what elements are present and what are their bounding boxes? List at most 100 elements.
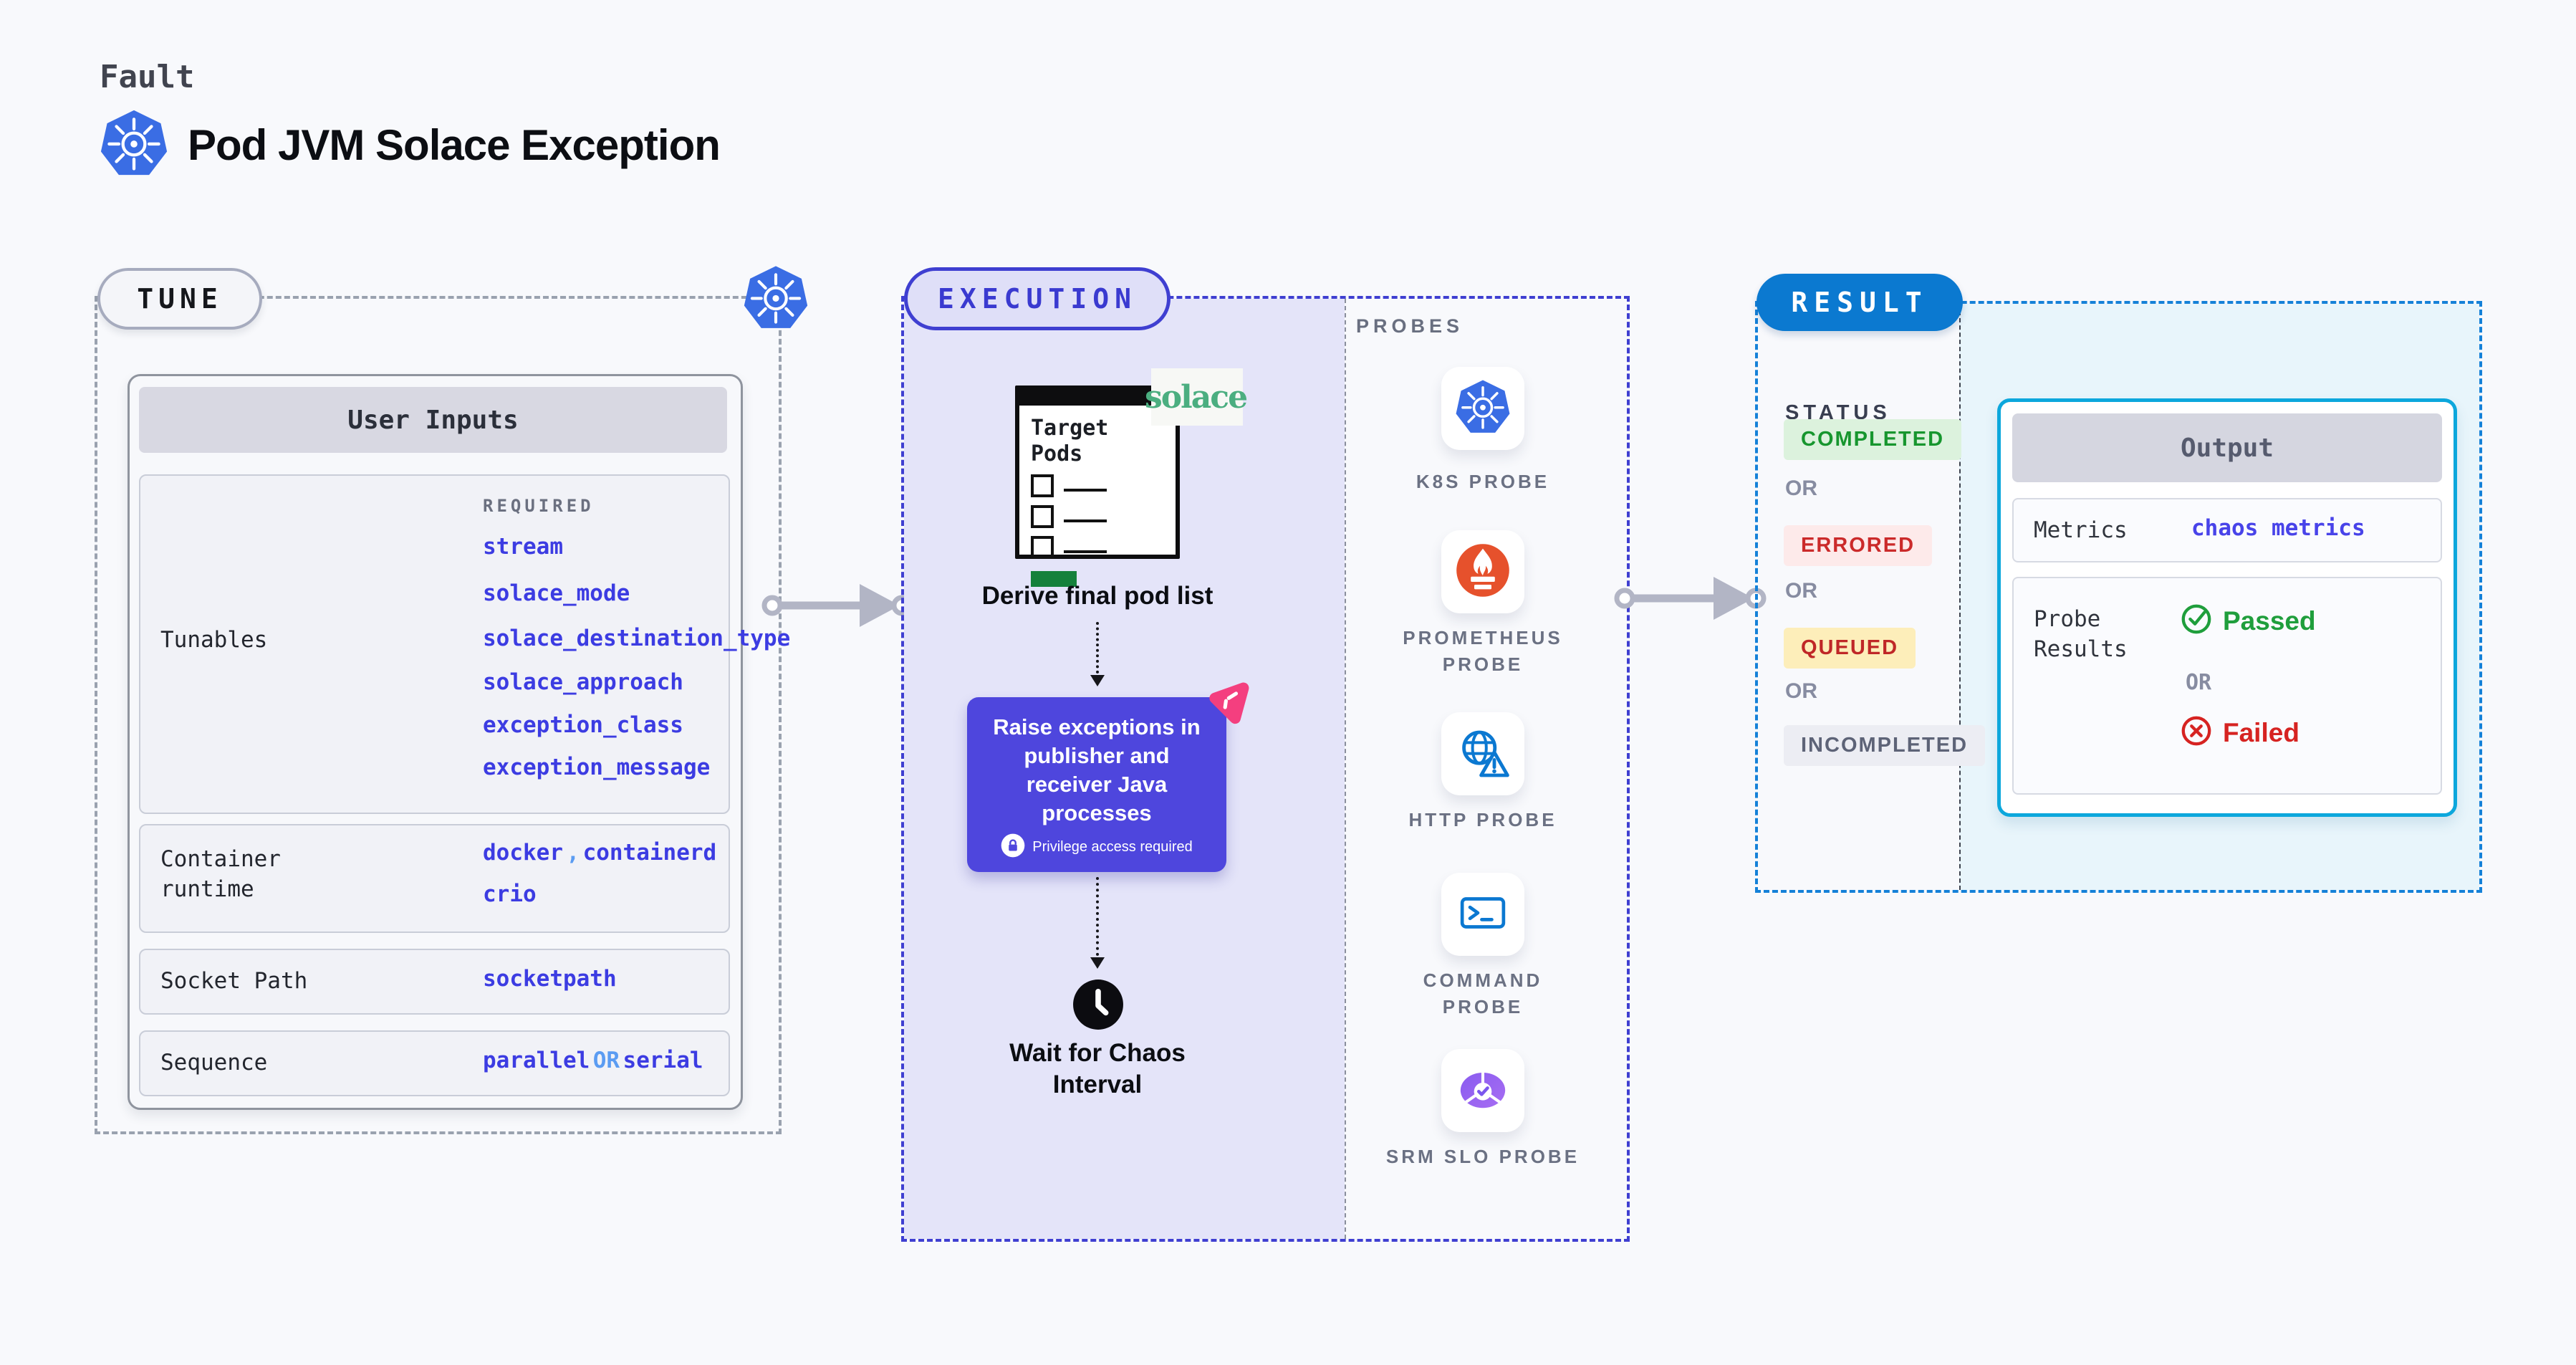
- srm-slo-icon: [1453, 1060, 1512, 1122]
- k8s-probe-tile: [1441, 367, 1524, 450]
- solace-logo: solace: [1145, 368, 1248, 426]
- checkbox-icon: [1031, 536, 1054, 559]
- status-badge-errored: ERRORED: [1784, 525, 1933, 566]
- pod-checklist-item: [1031, 474, 1176, 505]
- checkbox-icon: [1031, 474, 1054, 497]
- container-runtime-value-docker: docker: [483, 840, 563, 866]
- result-divider-line: [1959, 304, 1961, 890]
- raise-exceptions-action-box: Raise exceptions in publisher and receiv…: [967, 697, 1226, 872]
- http-probe-tile: [1441, 712, 1524, 795]
- tunable-value: solace_approach: [483, 669, 683, 695]
- user-inputs-header: User Inputs: [139, 387, 727, 453]
- flow-connector-arrowhead: [1090, 675, 1105, 686]
- container-runtime-value-containerd: containerd: [582, 840, 717, 866]
- tune-kubernetes-icon: [743, 264, 809, 332]
- target-pods-title: Target Pods: [1031, 416, 1109, 466]
- prometheus-icon: [1454, 542, 1512, 603]
- container-runtime-row: [139, 824, 730, 933]
- terminal-icon: [1455, 885, 1511, 944]
- metrics-row: Metrics chaos metrics: [2012, 498, 2442, 562]
- probe-label: HTTP PROBE: [1408, 809, 1557, 830]
- solace-logo-text: solace: [1144, 378, 1248, 416]
- probe-results-row: Probe Results Passed OR: [2012, 577, 2442, 795]
- fault-eyebrow: Fault: [100, 59, 195, 95]
- status-or-label: OR: [1785, 579, 1817, 603]
- container-runtime-separator: ,: [566, 840, 580, 866]
- pod-checklist-item: [1031, 505, 1176, 536]
- tunable-value: exception_message: [483, 755, 711, 780]
- socket-path-label: Socket Path: [160, 968, 308, 994]
- container-runtime-label: Container runtime: [160, 846, 281, 902]
- status-badge-completed: COMPLETED: [1784, 419, 1962, 460]
- output-header: Output: [2012, 413, 2442, 482]
- sequence-values: parallel OR serial: [483, 1048, 703, 1073]
- tunable-value: stream: [483, 534, 563, 560]
- socket-path-row: [139, 949, 730, 1015]
- status-badge-incompleted: INCOMPLETED: [1784, 725, 1986, 766]
- probe-label: K8S PROBE: [1416, 471, 1550, 492]
- sequence-value-parallel: parallel: [483, 1048, 590, 1073]
- command-probe-tile: [1441, 873, 1524, 956]
- sequence-value-serial: serial: [623, 1048, 703, 1073]
- failed-result: Failed: [2180, 714, 2299, 751]
- target-pods-window-body: Target Pods: [1019, 406, 1176, 587]
- passed-label: Passed: [2223, 605, 2316, 636]
- failed-label: Failed: [2223, 717, 2299, 747]
- tunable-value: exception_class: [483, 712, 683, 738]
- tunable-value: solace_mode: [483, 580, 630, 606]
- tunable-value: solace_destination_type: [483, 626, 791, 651]
- green-button-bar: [1031, 571, 1077, 587]
- x-circle-icon: [2180, 714, 2213, 751]
- srm-slo-probe-tile: [1441, 1049, 1524, 1132]
- tunables-label: Tunables: [160, 627, 268, 653]
- execution-to-result-arrow: [1613, 568, 1767, 628]
- tune-section-frame: [95, 296, 782, 1134]
- wait-for-chaos-label: Wait for Chaos Interval: [1009, 1039, 1186, 1098]
- flow-connector-arrowhead: [1090, 957, 1105, 969]
- prometheus-probe-tile: [1441, 530, 1524, 613]
- target-pods-checklist: [1031, 474, 1176, 567]
- sequence-row: [139, 1030, 730, 1096]
- sequence-label: Sequence: [160, 1050, 268, 1076]
- privilege-label: Privilege access required: [1032, 839, 1193, 855]
- execution-badge: EXECUTION: [904, 267, 1171, 330]
- tunables-row: [139, 474, 730, 814]
- container-runtime-value-crio: crio: [483, 881, 537, 907]
- status-badge-queued: QUEUED: [1784, 628, 1916, 669]
- socket-path-value: socketpath: [483, 966, 617, 992]
- clock-icon: [1071, 977, 1125, 1032]
- tune-to-execution-arrow: [761, 575, 913, 636]
- probe-results-label: Probe Results: [2034, 606, 2128, 662]
- probes-title: PROBES: [1356, 315, 1464, 337]
- list-line: [1064, 519, 1107, 522]
- probe-label: PROMETHEUS PROBE: [1403, 627, 1563, 675]
- check-circle-icon: [2180, 603, 2213, 639]
- privilege-row: Privilege access required: [967, 833, 1226, 861]
- http-globe-icon: [1454, 724, 1512, 785]
- tune-badge: TUNE: [97, 268, 262, 330]
- probe-label: COMMAND PROBE: [1423, 969, 1543, 1017]
- tunables-required-label: REQUIRED: [483, 496, 595, 516]
- metrics-value: chaos metrics: [2191, 515, 2365, 541]
- checkbox-icon: [1031, 505, 1054, 528]
- metrics-label: Metrics: [2034, 517, 2128, 543]
- status-or-label: OR: [1785, 679, 1817, 703]
- list-line: [1064, 550, 1107, 553]
- status-or-label: OR: [1785, 476, 1817, 500]
- output-box: Output Metrics chaos metrics Probe Resul…: [1997, 398, 2457, 817]
- output-or-label: OR: [2186, 670, 2212, 695]
- flow-connector-line: [1096, 622, 1099, 674]
- passed-result: Passed: [2180, 603, 2316, 639]
- probes-divider-line: [1345, 299, 1346, 1239]
- container-runtime-values-line1: docker , containerd: [483, 840, 716, 866]
- probe-label: SRM SLO PROBE: [1385, 1146, 1580, 1167]
- result-badge: RESULT: [1756, 274, 1963, 331]
- action-box-text: Raise exceptions in publisher and receiv…: [993, 714, 1201, 825]
- page-title: Pod JVM Solace Exception: [188, 121, 721, 169]
- sequence-or-label: OR: [592, 1048, 620, 1073]
- derive-pod-list-label: Derive final pod list: [981, 582, 1213, 610]
- target-pods-window: Target Pods: [1015, 385, 1180, 587]
- litmus-chaos-icon: [1205, 681, 1251, 727]
- pod-checklist-item: [1031, 536, 1176, 567]
